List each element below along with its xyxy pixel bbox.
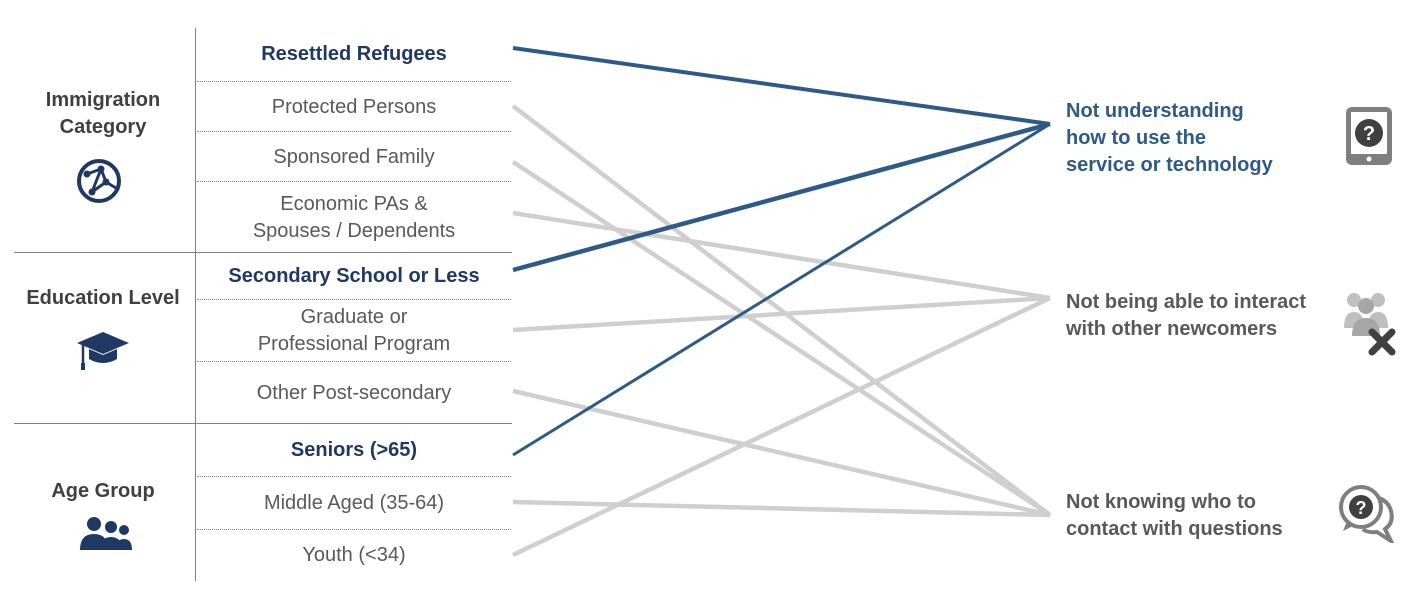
category-label-education: Education Level: [26, 287, 180, 309]
item-middle-aged: Middle Aged (35-64): [263, 492, 445, 514]
globe-icon: [77, 159, 121, 203]
row-divider: [197, 529, 511, 530]
row-divider: [197, 476, 511, 477]
link-secondary-school: [512, 121, 1051, 273]
category-label-immigration: Immigration Category: [45, 89, 161, 138]
item-secondary-school: Secondary School or Less: [228, 265, 480, 287]
column-divider: [195, 28, 196, 581]
svg-text:?: ?: [1356, 498, 1367, 518]
link-seniors: [512, 122, 1051, 457]
link-middle-aged: [512, 499, 1051, 518]
link-other-post-secondary: [512, 388, 1051, 518]
row-divider: [197, 299, 511, 300]
section-divider: [14, 252, 512, 253]
item-economic-pas: Economic PAs & Spouses / Dependents: [252, 193, 456, 242]
item-seniors: Seniors (>65): [290, 439, 418, 461]
item-other-post-secondary: Other Post-secondary: [256, 382, 452, 404]
link-protected-persons: [511, 104, 1052, 517]
graduation-cap-icon: [77, 332, 129, 370]
target-not-understanding: Not understanding how to use the service…: [1066, 100, 1273, 176]
link-sponsored-family: [511, 160, 1052, 517]
target-not-interact: Not being able to interact with other ne…: [1066, 291, 1307, 340]
link-graduate: [512, 295, 1051, 333]
item-sponsored-family: Sponsored Family: [273, 146, 435, 168]
target-not-knowing: Not knowing who to contact with question…: [1066, 491, 1283, 540]
item-graduate-program: Graduate or Professional Program: [257, 306, 451, 355]
row-divider: [197, 81, 511, 82]
chat-question-icon: ?: [1339, 485, 1395, 543]
row-divider: [197, 361, 511, 362]
row-divider: [197, 131, 511, 132]
group-cross-icon: [1344, 293, 1396, 356]
section-divider: [14, 423, 512, 424]
item-resettled-refugees: Resettled Refugees: [261, 43, 447, 65]
item-youth: Youth (<34): [302, 544, 406, 566]
item-protected-persons: Protected Persons: [271, 96, 437, 118]
people-group-icon: [80, 517, 132, 550]
link-resettled-refugees: [512, 46, 1051, 126]
svg-text:?: ?: [1363, 123, 1375, 145]
category-label-age: Age Group: [51, 480, 155, 502]
link-youth: [512, 295, 1051, 558]
link-economic-pas: [512, 210, 1051, 301]
row-divider: [197, 181, 511, 182]
tablet-question-icon: ?: [1346, 107, 1392, 165]
